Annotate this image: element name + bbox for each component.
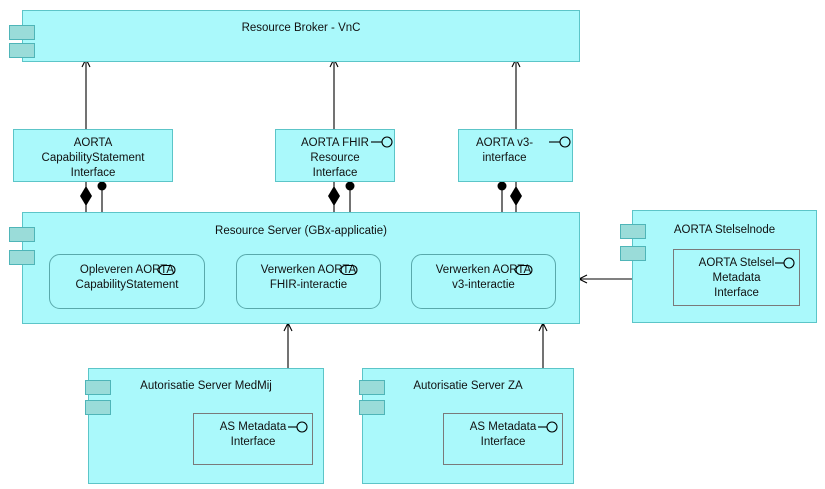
interface-aorta-v3[interactable]: AORTA v3- interface [458,129,573,182]
component-tab-icon [9,250,35,265]
component-tab-icon [359,380,385,395]
component-resource-server-label: Resource Server (GBx-applicatie) [215,225,387,237]
edge-composition-fhir [328,182,340,212]
component-autorisatie-server-za-label: Autorisatie Server ZA [413,380,523,392]
function-opleveren-aorta-capabilitystatement[interactable]: Opleveren AORTA CapabilityStatement [49,254,205,309]
interface-as-metadata-medmij[interactable]: AS Metadata Interface [193,413,313,465]
function-icon [340,264,358,276]
interface-as-metadata-za-label: AS Metadata Interface [469,421,537,448]
component-tab-icon [620,224,646,239]
function-verwerken-aorta-fhir-interactie[interactable]: Verwerken AORTA FHIR-interactie [236,254,381,309]
interface-aorta-v3-label: AORTA v3- interface [475,137,534,164]
component-tab-icon [85,380,111,395]
component-aorta-stelselnode[interactable]: AORTA Stelselnode AORTA Stelsel Metadata… [632,210,817,323]
provided-interface-icon [538,421,558,433]
component-aorta-stelselnode-label: AORTA Stelselnode [673,224,776,236]
interface-aorta-fhir-resource[interactable]: AORTA FHIR Resource Interface [275,129,395,182]
component-tab-icon [620,246,646,261]
component-tab-icon [9,43,35,58]
provided-interface-icon [549,136,571,148]
function-verwerken-v3-label: Verwerken AORTA v3-interactie [435,264,532,291]
interface-as-metadata-medmij-label: AS Metadata Interface [219,421,287,448]
component-tab-icon [85,400,111,415]
component-resource-broker-label: Resource Broker - VnC [241,22,361,34]
edge-composition-v3 [510,182,522,212]
function-icon [158,264,176,276]
interface-aorta-stelsel-metadata[interactable]: AORTA Stelsel Metadata Interface [673,249,800,306]
component-autorisatie-server-medmij-label: Autorisatie Server MedMij [140,380,272,392]
component-autorisatie-server-medmij[interactable]: Autorisatie Server MedMij AS Metadata In… [88,368,324,484]
function-opleveren-label: Opleveren AORTA CapabilityStatement [75,264,179,291]
interface-as-metadata-za[interactable]: AS Metadata Interface [443,413,563,465]
component-tab-icon [9,227,35,242]
interface-aorta-capabilitystatement-label: AORTA CapabilityStatement Interface [41,137,145,179]
provided-interface-icon [371,136,393,148]
function-verwerken-aorta-v3-interactie[interactable]: Verwerken AORTA v3-interactie [411,254,556,309]
function-icon [515,264,533,276]
component-tab-icon [359,400,385,415]
component-tab-icon [9,25,35,40]
provided-interface-icon [288,421,308,433]
component-autorisatie-server-za[interactable]: Autorisatie Server ZA AS Metadata Interf… [362,368,574,484]
function-verwerken-fhir-label: Verwerken AORTA FHIR-interactie [260,264,357,291]
component-resource-server[interactable]: Resource Server (GBx-applicatie) Oplever… [22,212,580,324]
edge-composition-capability [80,182,92,212]
component-resource-broker[interactable]: Resource Broker - VnC [22,10,580,62]
interface-aorta-stelsel-metadata-label: AORTA Stelsel Metadata Interface [698,257,775,299]
provided-interface-icon [775,257,795,269]
interface-aorta-capabilitystatement[interactable]: AORTA CapabilityStatement Interface [13,129,177,277]
interface-aorta-fhir-resource-label: AORTA FHIR Resource Interface [301,137,369,179]
